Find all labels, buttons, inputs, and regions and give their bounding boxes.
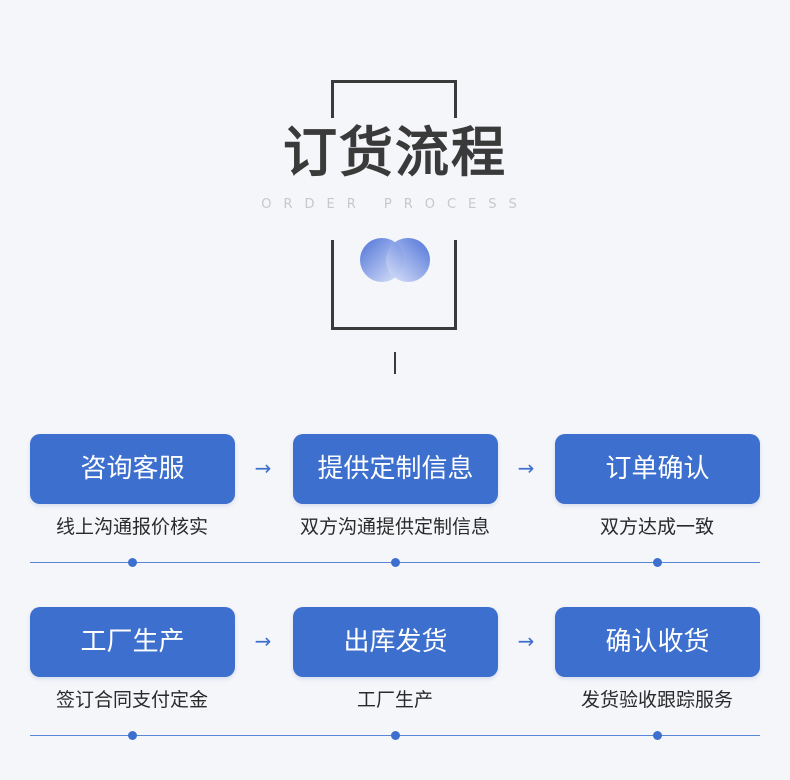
step-order-confirm[interactable]: 订单确认 (555, 434, 760, 504)
step-description: 发货验收跟踪服务 (580, 689, 733, 711)
timeline-dot (653, 558, 662, 567)
page-subtitle: ORDER PROCESS (261, 197, 529, 212)
timeline-dot (391, 731, 400, 740)
step-description: 工厂生产 (356, 689, 433, 711)
arrow-right-icon: → (517, 629, 535, 653)
step-description: 线上沟通报价核实 (55, 516, 208, 538)
timeline-dot (128, 731, 137, 740)
step-description: 双方沟通提供定制信息 (299, 516, 490, 538)
step-confirm-receipt[interactable]: 确认收货 (555, 607, 760, 677)
step-description: 双方达成一致 (599, 516, 714, 538)
title-frame-top (331, 80, 457, 118)
arrow-right-icon: → (254, 629, 272, 653)
page-title: 订货流程 (283, 121, 507, 184)
timeline-dot (128, 558, 137, 567)
divider-line (394, 352, 396, 374)
step-consult-service[interactable]: 咨询客服 (30, 434, 235, 504)
timeline-dot (653, 731, 662, 740)
step-factory-production[interactable]: 工厂生产 (30, 607, 235, 677)
timeline-dot (391, 558, 400, 567)
step-ship-out[interactable]: 出库发货 (293, 607, 498, 677)
arrow-right-icon: → (254, 456, 272, 480)
title-frame-bottom (331, 240, 457, 330)
arrow-right-icon: → (517, 456, 535, 480)
step-description: 签订合同支付定金 (55, 689, 208, 711)
interlocking-circles-logo (360, 238, 430, 282)
step-provide-custom-info[interactable]: 提供定制信息 (293, 434, 498, 504)
